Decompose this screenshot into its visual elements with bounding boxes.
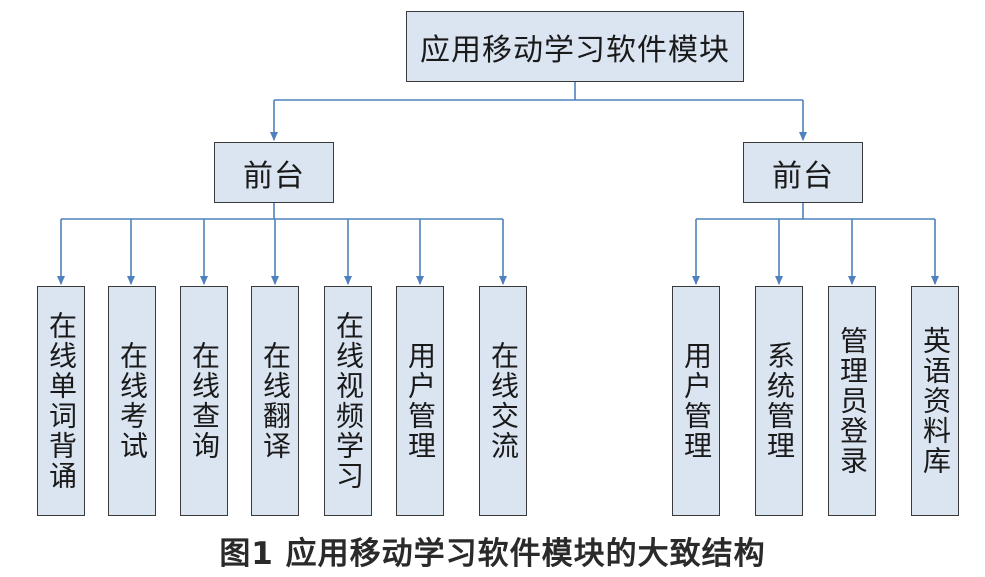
module-node: 英语资料库 [911, 286, 959, 516]
connector-left-bus [61, 203, 503, 220]
figure-caption: 图1 应用移动学习软件模块的大致结构 [219, 536, 766, 572]
left-group-label: 前台 [243, 158, 305, 194]
module-node: 用户管理 [396, 286, 444, 516]
connector-root [274, 82, 803, 101]
module-label: 管理员登录 [836, 326, 869, 476]
right-group-label: 前台 [772, 158, 834, 194]
module-node: 在线翻译 [251, 286, 299, 516]
module-label: 系统管理 [763, 341, 796, 461]
module-node: 系统管理 [755, 286, 803, 516]
module-node: 在线视频学习 [324, 286, 372, 516]
right-group-node: 前台 [743, 142, 863, 203]
module-label: 用户管理 [404, 341, 437, 461]
module-label: 在线单词背诵 [45, 311, 78, 491]
module-node: 在线考试 [108, 286, 156, 516]
module-label: 在线查询 [188, 341, 221, 461]
root-node: 应用移动学习软件模块 [406, 11, 744, 82]
connector-right-bus [696, 203, 935, 220]
module-node: 在线交流 [479, 286, 527, 516]
module-node: 用户管理 [672, 286, 720, 516]
module-label: 在线考试 [116, 341, 149, 461]
left-group-node: 前台 [214, 142, 334, 203]
module-node: 在线查询 [180, 286, 228, 516]
module-label: 用户管理 [680, 341, 713, 461]
module-label: 英语资料库 [919, 326, 952, 476]
module-label: 在线翻译 [259, 341, 292, 461]
root-node-label: 应用移动学习软件模块 [420, 32, 730, 68]
module-node: 在线单词背诵 [37, 286, 85, 516]
module-label: 在线交流 [487, 341, 520, 461]
module-label: 在线视频学习 [332, 311, 365, 491]
module-node: 管理员登录 [828, 286, 876, 516]
